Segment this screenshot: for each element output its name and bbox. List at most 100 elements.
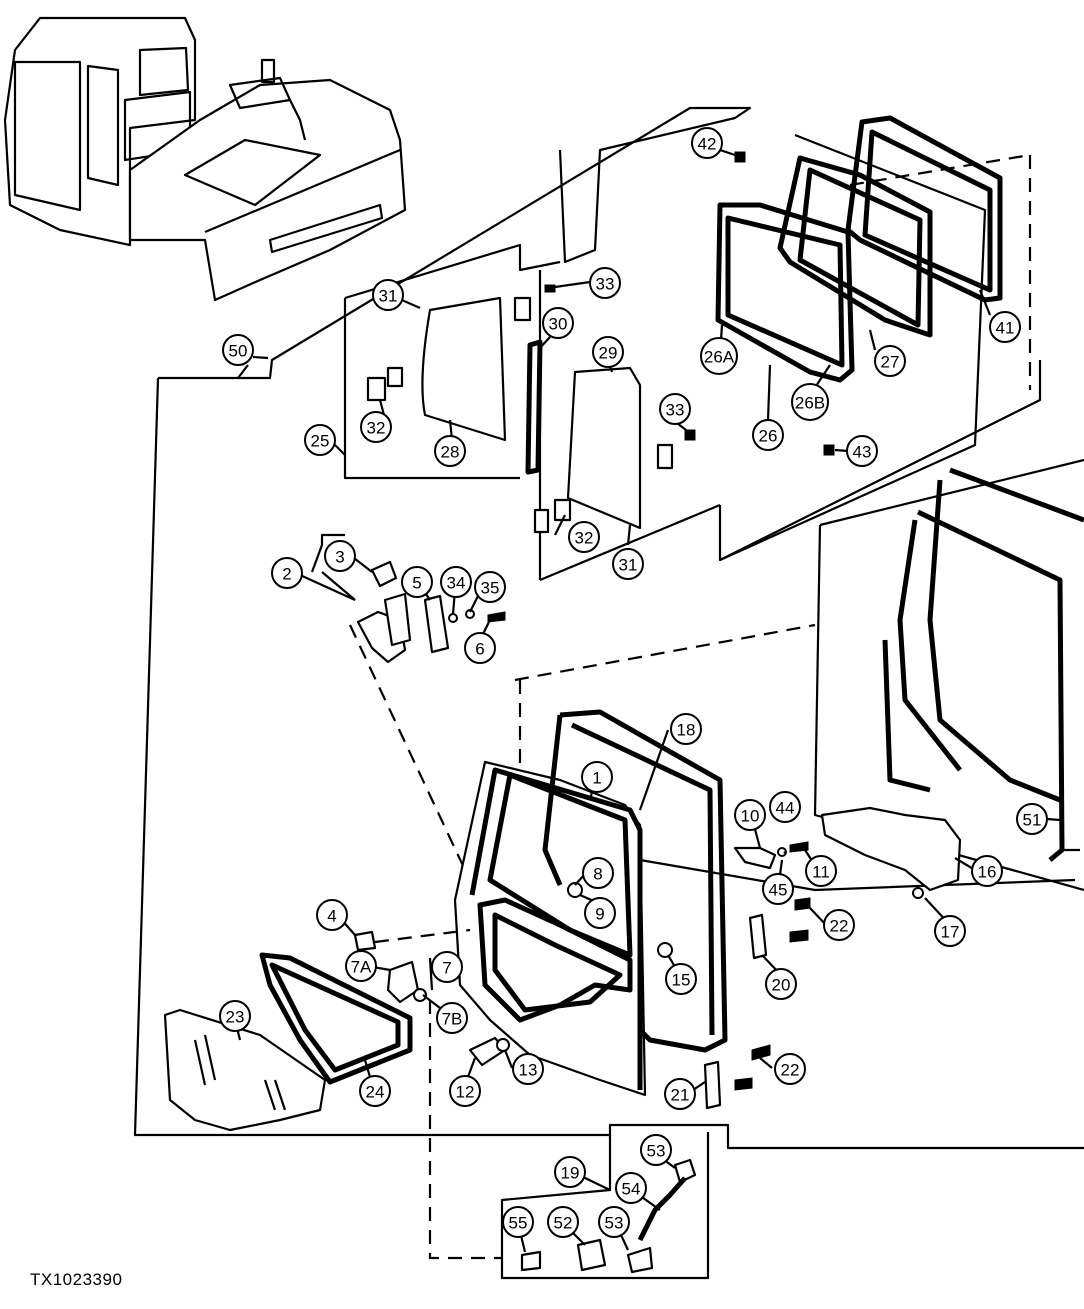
callout-label: 41 xyxy=(996,319,1015,338)
callout-3: 3 xyxy=(324,540,356,572)
callout-26A: 26A xyxy=(700,337,738,375)
callout-43: 43 xyxy=(846,435,878,467)
callout-circle xyxy=(615,1172,647,1204)
callout-circle xyxy=(401,566,433,598)
callout-29: 29 xyxy=(592,336,624,368)
callout-label: 17 xyxy=(941,923,960,942)
callout-54: 54 xyxy=(615,1172,647,1204)
callout-label: 12 xyxy=(456,1083,475,1102)
callout-circle xyxy=(846,435,878,467)
callout-circle xyxy=(612,548,644,580)
callout-circle xyxy=(734,799,766,831)
callout-30: 30 xyxy=(542,307,574,339)
callout-44: 44 xyxy=(769,791,801,823)
callout-label: 7B xyxy=(442,1010,463,1029)
callout-label: 26A xyxy=(704,348,735,367)
callout-circle xyxy=(769,791,801,823)
callout-label: 7A xyxy=(351,958,372,977)
callout-52: 52 xyxy=(547,1206,579,1238)
callout-circle xyxy=(222,334,254,366)
callout-circle xyxy=(502,1206,534,1238)
callout-7: 7 xyxy=(431,951,463,983)
callout-label: 43 xyxy=(853,443,872,462)
callout-circle xyxy=(791,383,829,421)
callout-circle xyxy=(431,951,463,983)
callout-label: 23 xyxy=(226,1008,245,1027)
callout-51: 51 xyxy=(1016,803,1048,835)
callout-circle xyxy=(271,557,303,589)
callout-label: 7 xyxy=(442,959,451,978)
callout-17: 17 xyxy=(934,915,966,947)
callout-label: 31 xyxy=(619,556,638,575)
callout-circle xyxy=(582,857,614,889)
callout-label: 34 xyxy=(447,574,466,593)
upper-window-parts xyxy=(366,115,1003,534)
callout-label: 31 xyxy=(379,287,398,306)
callout-32a: 32 xyxy=(360,411,392,443)
callout-circle xyxy=(359,1075,391,1107)
callout-28: 28 xyxy=(434,435,466,467)
callout-circle xyxy=(547,1206,579,1238)
callout-circle xyxy=(640,1134,672,1166)
callout-31a: 31 xyxy=(372,279,404,311)
callout-22a: 22 xyxy=(823,909,855,941)
callout-label: 15 xyxy=(672,971,691,990)
callout-33b: 33 xyxy=(659,393,691,425)
callout-circle xyxy=(765,968,797,1000)
callout-circle xyxy=(989,311,1021,343)
callout-label: 32 xyxy=(575,529,594,548)
callout-label: 27 xyxy=(881,353,900,372)
callout-circle xyxy=(449,1075,481,1107)
callout-label: 30 xyxy=(549,315,568,334)
callout-8: 8 xyxy=(582,857,614,889)
callout-label: 26 xyxy=(759,427,778,446)
callout-31b: 31 xyxy=(612,548,644,580)
callout-33a: 33 xyxy=(589,267,621,299)
callout-11: 11 xyxy=(805,855,837,887)
callout-4: 4 xyxy=(316,899,348,931)
outer-frames xyxy=(133,377,1084,1280)
callout-circle xyxy=(324,540,356,572)
callout-2: 2 xyxy=(271,557,303,589)
callout-circle xyxy=(823,909,855,941)
callout-circle xyxy=(568,521,600,553)
callout-label: 44 xyxy=(776,799,795,818)
callout-label: 4 xyxy=(327,907,336,926)
callout-27: 27 xyxy=(874,345,906,377)
callout-circle xyxy=(805,855,837,887)
callout-label: 13 xyxy=(519,1061,538,1080)
machine-overview xyxy=(3,16,407,302)
callout-9: 9 xyxy=(584,897,616,929)
callout-label: 28 xyxy=(441,443,460,462)
callout-circle xyxy=(581,761,613,793)
callout-label: 22 xyxy=(830,917,849,936)
callout-22b: 22 xyxy=(774,1053,806,1085)
callout-label: 10 xyxy=(741,807,760,826)
callout-circle xyxy=(219,1000,251,1032)
callout-circle xyxy=(752,419,784,451)
callout-circle xyxy=(436,1002,468,1034)
callout-label: 50 xyxy=(229,342,248,361)
callout-24: 24 xyxy=(359,1075,391,1107)
callout-label: 33 xyxy=(666,401,685,420)
callout-15: 15 xyxy=(665,963,697,995)
callout-16: 16 xyxy=(971,855,1003,887)
callout-53a: 53 xyxy=(640,1134,672,1166)
callout-19: 19 xyxy=(554,1156,586,1188)
lower-glass-parts xyxy=(163,952,413,1132)
callout-label: 54 xyxy=(622,1180,641,1199)
callout-circle xyxy=(554,1156,586,1188)
callout-label: 11 xyxy=(812,863,830,882)
callout-circle xyxy=(691,127,723,159)
callout-32b: 32 xyxy=(568,521,600,553)
callout-circle xyxy=(360,411,392,443)
callout-circle xyxy=(474,571,506,603)
callout-circle xyxy=(598,1206,630,1238)
callout-circle xyxy=(589,267,621,299)
callout-circle xyxy=(592,336,624,368)
callout-26B: 26B xyxy=(791,383,829,421)
callout-circle xyxy=(700,337,738,375)
callout-13: 13 xyxy=(512,1053,544,1085)
callout-5: 5 xyxy=(401,566,433,598)
callout-50: 50 xyxy=(222,334,254,366)
